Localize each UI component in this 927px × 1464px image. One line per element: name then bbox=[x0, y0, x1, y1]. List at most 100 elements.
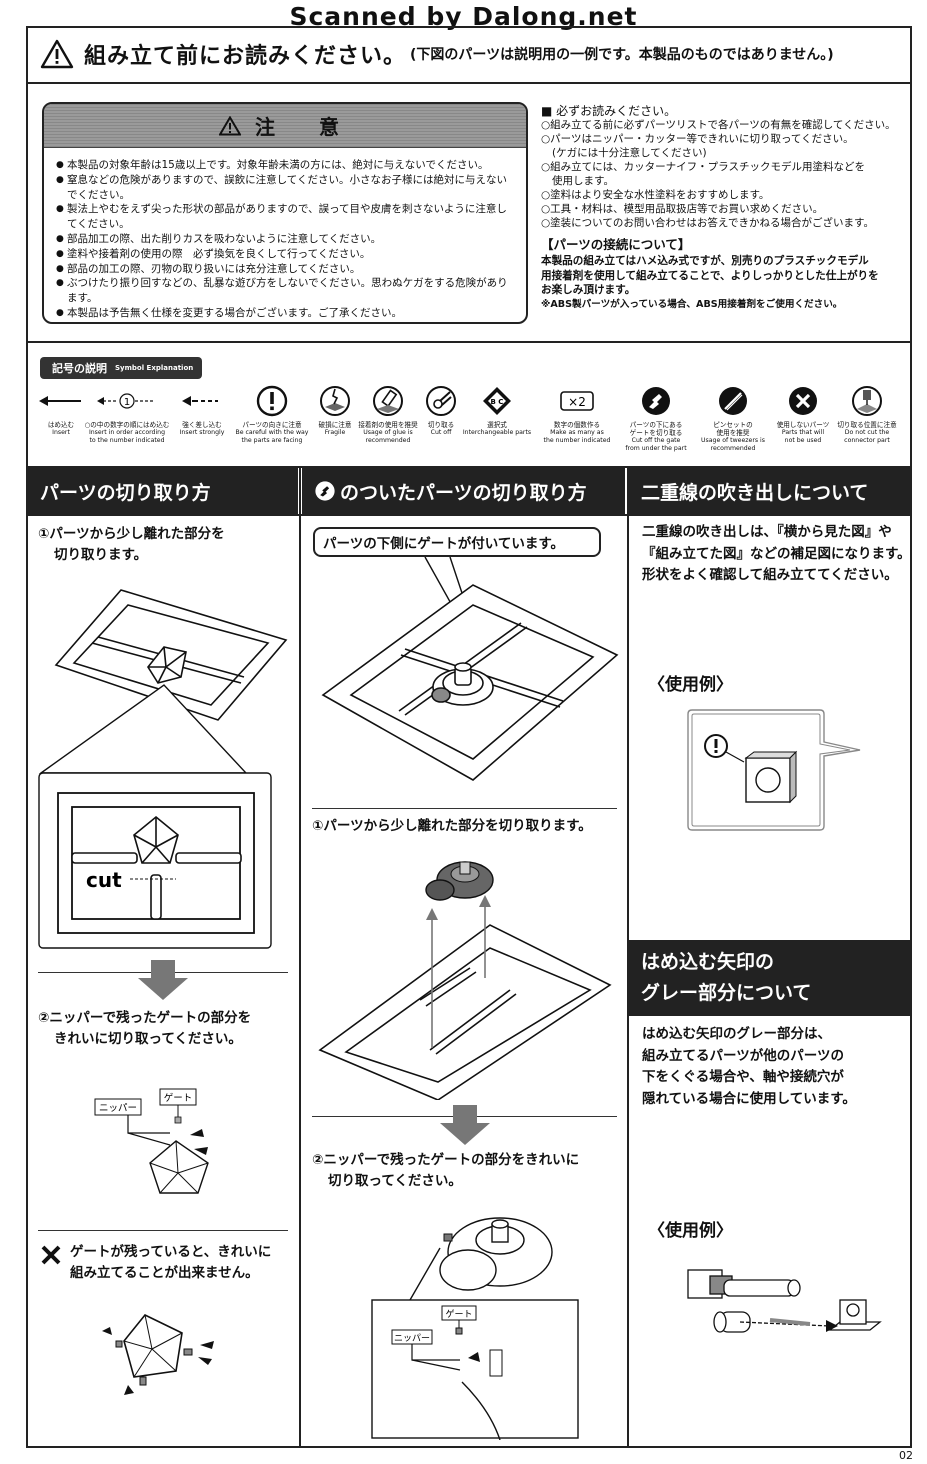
symbol-number: ×2 bbox=[568, 395, 586, 409]
read-note: ○塗装についてのお問い合わせはお答えできかねる場合がございます。 bbox=[541, 217, 874, 229]
caution-item: 窒息などの危険がありますので、誤飲に注意してください。小さなお子様には絶対に与え… bbox=[56, 173, 516, 203]
symbol-label-en: Insert bbox=[52, 429, 70, 436]
col2-step1: ①パーツから少し離れた部分を切り取ります。 bbox=[312, 818, 592, 834]
col3-sub-header: はめ込む矢印の グレー部分について bbox=[629, 940, 912, 1016]
symbol-number: 1 bbox=[124, 397, 130, 408]
divider bbox=[26, 341, 912, 343]
symbol-label-en: Cut off the gate from under the part bbox=[625, 437, 687, 452]
read-note: ○工具・材料は、模型用品取扱店等でお買い求めください。 bbox=[541, 203, 824, 215]
page-title-note: (下図のパーツは説明用の一例です。本製品のものではありません。) bbox=[410, 47, 834, 63]
symbol-label: 接着剤の使用を推奨 bbox=[358, 421, 418, 429]
caution-item: 本製品は予告無く仕様を変更する場合がございます。ご了承ください。 bbox=[56, 306, 516, 321]
symbol-interchangeable: B C 選択式 Interchangeable parts bbox=[460, 383, 534, 437]
col3-text-line: 二重線の吹き出しは、『横から見た図』や bbox=[642, 524, 892, 540]
symbol-insert-strongly: 強く差し込む Insert strongly bbox=[176, 383, 228, 437]
nipper-label: ニッパー bbox=[394, 1333, 430, 1344]
col1-warning-line: 組み立てることが出来ません。 bbox=[70, 1265, 259, 1281]
col1-step1-line: 切り取ります。 bbox=[54, 547, 148, 563]
symbol-title: 記号の説明 Symbol Explanation bbox=[40, 357, 202, 379]
col3-sub-header-line: グレー部分について bbox=[641, 982, 812, 1004]
connect-line: 用接着剤を使用して組み立てることで、よりしっかりとした仕上がりを bbox=[541, 269, 879, 282]
gate-under-icon bbox=[315, 481, 335, 501]
gray-arrow-diagram bbox=[687, 1269, 882, 1333]
symbol-label-en: Parts that will not be used bbox=[781, 429, 825, 444]
caution-item: 部品の加工の際、刃物の取り扱いには充分注意してください。 bbox=[56, 262, 516, 277]
symbol-not-used: 使用しないパーツ Parts that will not be used bbox=[774, 383, 832, 444]
col3-text: 二重線の吹き出しは、『横から見た図』や 『組み立てた図』などの補足図になります。… bbox=[642, 522, 911, 587]
symbol-label-en: Be careful with the way the parts are fa… bbox=[235, 429, 309, 444]
col2-callout: パーツの下側にゲートが付いています。 bbox=[313, 527, 601, 557]
bad-cut-diagram bbox=[102, 1314, 214, 1395]
caution-box: 注 意 本製品の対象年齢は15歳以上です。対象年齢未満の方には、絶対に与えないで… bbox=[42, 102, 528, 324]
symbol-label-en: Cut off bbox=[430, 429, 452, 436]
symbol-label: 使用しないパーツ bbox=[776, 421, 830, 429]
col1-step1-line: ①パーツから少し離れた部分を bbox=[38, 526, 225, 542]
symbol-label: 強く差し込む bbox=[182, 421, 222, 429]
nipper-diagram: ニッパー ゲート bbox=[94, 1088, 209, 1194]
symbol-label: ○の中の数字の順にはめ込む bbox=[84, 421, 170, 429]
column-divider bbox=[627, 466, 629, 1446]
col3-text2-line: 組み立てるパーツが他のパーツの bbox=[642, 1047, 844, 1064]
col3-header: 二重線の吹き出しについて bbox=[629, 468, 910, 514]
gate-cut-diagram bbox=[318, 861, 612, 1100]
connect-line: ※ABS製パーツが入っている場合、ABS用接着剤をご使用ください。 bbox=[541, 298, 843, 310]
numbered-insert-icon: 1 bbox=[97, 393, 155, 409]
col3-text2-line: はめ込む矢印のグレー部分は、 bbox=[642, 1026, 831, 1042]
symbol-gate-under: パーツの下にある ゲートを切り取る Cut off the gate from … bbox=[620, 383, 692, 452]
symbol-label: 切り取る位置に注意 bbox=[837, 421, 897, 429]
connect-line: 本製品の組み立てはハメ込み式ですが、別売りのプラスチックモデル bbox=[541, 255, 869, 267]
connect-heading: 【パーツの接続について】 bbox=[541, 237, 691, 252]
caution-title: 注 意 bbox=[255, 115, 351, 139]
runner-diagram: cut bbox=[38, 589, 288, 949]
col3-text2-line: 隠れている場合に使用しています。 bbox=[642, 1090, 856, 1107]
symbol-title-en: Symbol Explanation bbox=[115, 364, 194, 372]
symbol-label: 選択式 bbox=[487, 421, 507, 429]
symbol-glue: 接着剤の使用を推奨 Usage of glue is recommended bbox=[358, 383, 418, 444]
read-notes: ■ 必ずお読みください。 ○組み立てる前に必ずパーツリストで各パーツの有無を確認… bbox=[541, 104, 901, 312]
insert-arrow-icon bbox=[39, 396, 81, 406]
separator bbox=[312, 808, 617, 809]
cut-position-icon bbox=[852, 386, 882, 416]
page-number: 02 bbox=[899, 1449, 913, 1462]
read-note: ○パーツはニッパー・カッター等できれいに切り取ってください。 bbox=[541, 133, 854, 145]
glue-icon bbox=[373, 386, 403, 416]
read-note: 使用します。 bbox=[552, 175, 614, 187]
caution-item: ぶつけたり振り回すなどの、乱暴な遊び方をしないでください。思わぬケガをする危険が… bbox=[56, 276, 516, 306]
svg-text:B C: B C bbox=[491, 398, 504, 406]
col2-header: のついたパーツの切り取り方 bbox=[302, 468, 625, 514]
symbol-insert: はめ込む Insert bbox=[38, 383, 84, 437]
down-arrow-icon bbox=[440, 1105, 490, 1145]
col3-text2-line: 下をくぐる場合や、軸や接続穴が bbox=[642, 1069, 844, 1085]
col1-header: パーツの切り取り方 bbox=[28, 468, 298, 514]
caution-item: 製法上やむをえず尖った形状の部品がありますので、誤って目や皮膚を刺さないように注… bbox=[56, 202, 516, 232]
gate-trim-diagram: ゲート ニッパー bbox=[371, 1217, 579, 1440]
read-note: ○組み立てる前に必ずパーツリストで各パーツの有無を確認してください。 bbox=[541, 119, 896, 131]
symbol-multiply: ×2 数字の個数作る Make as many as the number in… bbox=[540, 383, 614, 444]
read-note: ○塗料はより安全な水性塗料をおすすめします。 bbox=[541, 189, 770, 201]
read-notes-heading: ■ 必ずお読みください。 bbox=[541, 104, 677, 118]
symbol-fragile: 破損に注意 Fragile bbox=[316, 383, 354, 437]
symbol-label-en: Usage of glue is recommended bbox=[363, 429, 413, 444]
fragile-icon bbox=[320, 386, 350, 416]
divider bbox=[26, 466, 912, 468]
symbol-label: 破損に注意 bbox=[318, 421, 352, 429]
warning-triangle-icon bbox=[219, 115, 241, 135]
down-arrow-icon bbox=[138, 960, 188, 1000]
col2-header-text: のついたパーツの切り取り方 bbox=[340, 481, 587, 504]
cut-label: cut bbox=[86, 868, 122, 892]
read-note: ○組み立てには、カッターナイフ・プラスチックモデル用塗料などを bbox=[541, 161, 865, 173]
col3-example2: 〈使用例〉 bbox=[648, 1221, 733, 1241]
column-divider bbox=[299, 466, 301, 1446]
symbol-tweezers: ピンセットの 使用を推奨 Usage of tweezers is recomm… bbox=[696, 383, 770, 452]
col2-step2-line: ②ニッパーで残ったゲートの部分をきれいに bbox=[312, 1152, 580, 1168]
symbol-label-en: Interchangeable parts bbox=[462, 429, 532, 436]
symbol-cut-off: 切り取る Cut off bbox=[422, 383, 460, 437]
page-title: 組み立て前にお読みください。 bbox=[84, 44, 407, 69]
not-used-icon bbox=[789, 387, 817, 415]
caution-item: 塗料や接着剤の使用の際 必ず換気を良くして行ってください。 bbox=[56, 247, 516, 262]
page-header: 組み立て前にお読みください。 (下図のパーツは説明用の一例です。本製品のものでは… bbox=[26, 26, 912, 84]
caution-title-bar: 注 意 bbox=[44, 104, 526, 148]
gate-under-icon bbox=[642, 387, 670, 415]
tweezers-icon bbox=[719, 387, 747, 415]
symbol-label: パーツの下にある ゲートを切り取る bbox=[629, 421, 683, 437]
